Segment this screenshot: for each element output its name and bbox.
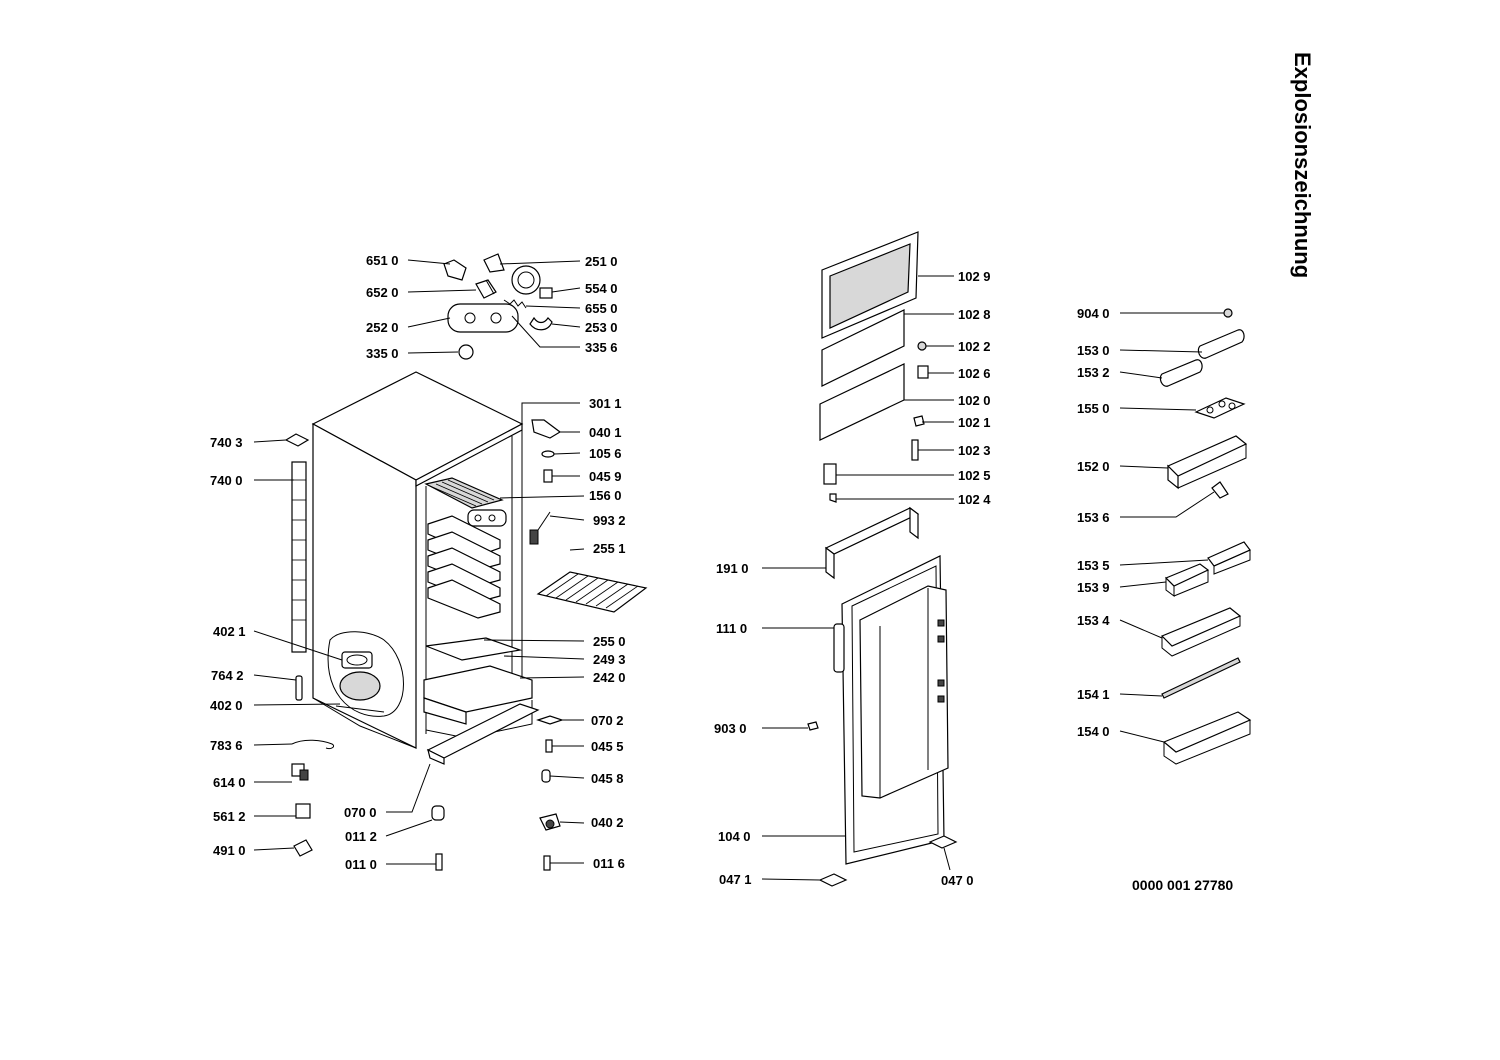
part-label: 153 2 xyxy=(1077,365,1110,380)
main-door xyxy=(807,506,958,887)
part-label: 783 6 xyxy=(210,738,243,753)
part-label: 102 2 xyxy=(958,339,991,354)
part-label: 045 8 xyxy=(591,771,624,786)
part-label: 102 5 xyxy=(958,468,991,483)
part-label: 154 1 xyxy=(1077,687,1110,702)
part-label: 011 2 xyxy=(345,829,377,844)
document-number: 0000 001 27780 xyxy=(1132,877,1233,893)
part-label: 402 0 xyxy=(210,698,243,713)
part-label: 764 2 xyxy=(211,668,244,683)
part-label: 011 0 xyxy=(345,857,377,872)
part-label: 104 0 xyxy=(718,829,751,844)
part-label: 191 0 xyxy=(716,561,749,576)
part-label: 242 0 xyxy=(593,670,626,685)
part-label: 153 9 xyxy=(1077,580,1110,595)
leader-lines xyxy=(253,259,1224,881)
part-label: 153 5 xyxy=(1077,558,1110,573)
part-label: 402 1 xyxy=(213,624,246,639)
part-label: 070 0 xyxy=(344,805,377,820)
part-label: 102 8 xyxy=(958,307,991,322)
part-label: 651 0 xyxy=(366,253,399,268)
part-label: 102 4 xyxy=(958,492,991,507)
part-label: 491 0 xyxy=(213,843,246,858)
drawing-title: Explosionszeichnung xyxy=(1290,52,1315,278)
part-label: 070 2 xyxy=(591,713,624,728)
part-label: 655 0 xyxy=(585,301,618,316)
part-label: 155 0 xyxy=(1077,401,1110,416)
part-label: 102 1 xyxy=(958,415,991,430)
part-label: 249 3 xyxy=(593,652,626,667)
part-label: 252 0 xyxy=(366,320,399,335)
part-label: 040 2 xyxy=(591,815,624,830)
part-label: 740 3 xyxy=(210,435,243,450)
part-label: 335 6 xyxy=(585,340,618,355)
part-label: 111 0 xyxy=(716,621,747,636)
thermostat-parts xyxy=(443,253,553,360)
part-label: 102 0 xyxy=(958,393,991,408)
part-label: 614 0 xyxy=(213,775,246,790)
door-bins xyxy=(1159,308,1252,765)
part-label: 153 4 xyxy=(1077,613,1110,628)
part-label: 561 2 xyxy=(213,809,246,824)
part-label: 255 0 xyxy=(593,634,626,649)
part-label: 652 0 xyxy=(366,285,399,300)
cabinet-body xyxy=(311,371,540,765)
part-label: 904 0 xyxy=(1077,306,1110,321)
part-label: 047 0 xyxy=(941,873,974,888)
part-label: 102 3 xyxy=(958,443,991,458)
part-label: 047 1 xyxy=(719,872,752,887)
freezer-door-parts xyxy=(819,231,929,503)
part-label: 903 0 xyxy=(714,721,747,736)
part-label: 301 1 xyxy=(589,396,622,411)
part-label: 253 0 xyxy=(585,320,618,335)
compressor-assembly xyxy=(327,631,404,717)
part-label: 045 9 xyxy=(589,469,622,484)
part-label: 993 2 xyxy=(593,513,626,528)
left-side-parts xyxy=(284,433,445,871)
part-label: 335 0 xyxy=(366,346,399,361)
part-label: 102 9 xyxy=(958,269,991,284)
part-label: 554 0 xyxy=(585,281,618,296)
part-label: 153 6 xyxy=(1077,510,1110,525)
part-label: 045 5 xyxy=(591,739,624,754)
cabinet-small-parts xyxy=(529,419,648,871)
part-label: 152 0 xyxy=(1077,459,1110,474)
part-label: 251 0 xyxy=(585,254,618,269)
part-labels: 651 0 652 0 252 0 335 0 251 0 554 0 655 … xyxy=(210,253,1110,888)
part-label: 154 0 xyxy=(1077,724,1110,739)
part-label: 740 0 xyxy=(210,473,243,488)
part-label: 011 6 xyxy=(593,856,625,871)
part-label: 153 0 xyxy=(1077,343,1110,358)
part-label: 102 6 xyxy=(958,366,991,381)
part-label: 105 6 xyxy=(589,446,622,461)
part-label: 255 1 xyxy=(593,541,626,556)
part-label: 156 0 xyxy=(589,488,622,503)
part-label: 040 1 xyxy=(589,425,622,440)
